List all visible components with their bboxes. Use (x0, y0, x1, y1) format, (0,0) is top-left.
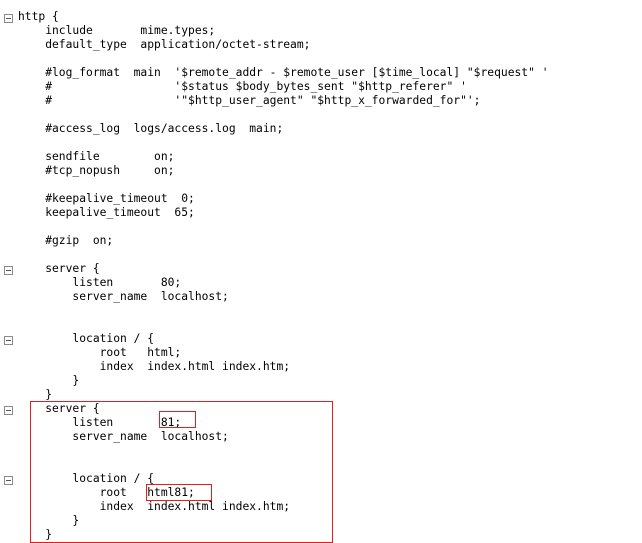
code-line[interactable]: # '$status $body_bytes_sent "$http_refer… (18, 80, 467, 93)
code-line[interactable]: server { (18, 262, 100, 275)
code-line[interactable]: #access_log logs/access.log main; (18, 122, 284, 135)
code-line[interactable]: listen 81; (18, 416, 182, 429)
fold-toggle-server-2[interactable] (4, 406, 13, 415)
code-line[interactable]: } (18, 374, 80, 387)
code-line[interactable]: } (18, 528, 53, 541)
fold-toggle-location-1[interactable] (4, 336, 13, 345)
listen-port-highlight (159, 411, 196, 428)
code-line[interactable]: location / { (18, 472, 155, 485)
code-line[interactable]: index index.html index.htm; (18, 500, 291, 513)
code-line[interactable]: listen 80; (18, 276, 182, 289)
code-line[interactable]: location / { (18, 332, 155, 345)
code-line[interactable]: #keepalive_timeout 0; (18, 192, 195, 205)
fold-toggle-http[interactable] (4, 14, 13, 23)
code-line[interactable]: root html81; (18, 486, 195, 499)
fold-toggle-location-2[interactable] (4, 476, 13, 485)
code-line[interactable]: } (18, 388, 53, 401)
fold-toggle-server-1[interactable] (4, 266, 13, 275)
code-line[interactable]: keepalive_timeout 65; (18, 206, 195, 219)
code-line[interactable]: server_name localhost; (18, 290, 229, 303)
code-line[interactable]: # '"$http_user_agent" "$http_x_forwarded… (18, 94, 481, 107)
code-line[interactable]: root html; (18, 346, 182, 359)
code-line[interactable]: sendfile on; (18, 150, 175, 163)
code-line[interactable]: #gzip on; (18, 234, 114, 247)
code-line[interactable]: index index.html index.htm; (18, 360, 291, 373)
code-line[interactable]: include mime.types; (18, 24, 216, 37)
code-line[interactable]: #log_format main '$remote_addr - $remote… (18, 66, 549, 79)
code-line[interactable]: server_name localhost; (18, 430, 229, 443)
fold-gutter (0, 0, 17, 541)
code-line[interactable]: default_type application/octet-stream; (18, 38, 311, 51)
root-dir-highlight (146, 484, 212, 501)
code-line[interactable]: #tcp_nopush on; (18, 164, 175, 177)
code-line[interactable]: server { (18, 402, 100, 415)
code-line[interactable]: http { (18, 10, 59, 23)
code-line[interactable]: } (18, 514, 80, 527)
